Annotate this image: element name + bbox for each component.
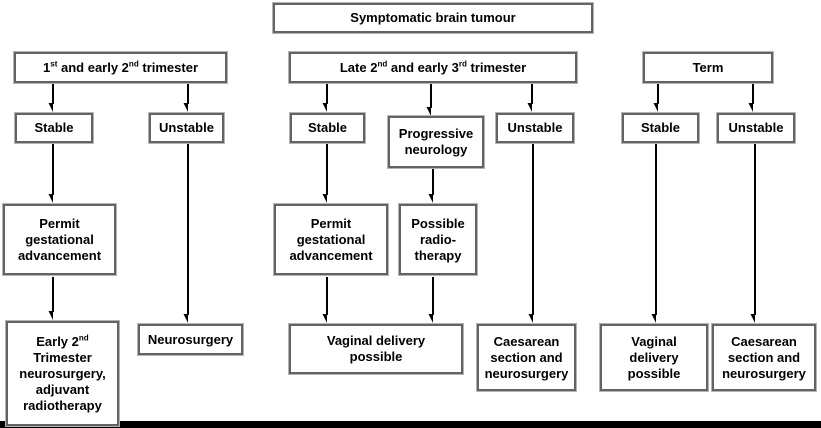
node-b1-unstable: Unstable [148, 112, 225, 144]
node-term: Term [642, 51, 774, 84]
node-early-second-trimester-neurosurgery: Early 2nd Trimester neurosurgery, adjuva… [5, 320, 120, 427]
node-label: Neurosurgery [147, 331, 234, 347]
node-b1-permit-gestational-advancement: Permit gestational advancement [2, 203, 117, 276]
node-label: Progressive neurology [398, 126, 474, 157]
node-b2-caesarean-section-neurosurgery: Caesarean section and neurosurgery [476, 323, 577, 392]
node-label: Stable [34, 120, 74, 135]
bottom-border-bar [0, 421, 821, 428]
node-label: Early 2nd Trimester neurosurgery, adjuva… [19, 333, 106, 413]
node-label: 1st and early 2nd trimester [42, 59, 199, 75]
node-label: Stable [640, 120, 680, 135]
node-label: Possible radio- therapy [411, 215, 465, 263]
node-first-early-second-trimester: 1st and early 2nd trimester [13, 51, 228, 84]
node-b3-unstable: Unstable [716, 112, 796, 144]
node-label: Late 2nd and early 3rd trimester [339, 59, 527, 75]
node-label: Stable [307, 120, 347, 135]
node-label: Unstable [507, 120, 563, 135]
node-b3-caesarean-section-neurosurgery: Caesarean section and neurosurgery [711, 323, 817, 392]
node-label: Unstable [159, 120, 214, 135]
node-label: Symptomatic brain tumour [350, 10, 516, 25]
node-b2-permit-gestational-advancement: Permit gestational advancement [273, 203, 389, 276]
node-label: Permit gestational advancement [289, 215, 373, 263]
node-b3-stable: Stable [621, 112, 700, 144]
node-b1-stable: Stable [14, 112, 94, 144]
node-b2-unstable: Unstable [495, 112, 575, 144]
node-late-second-early-third-trimester: Late 2nd and early 3rd trimester [288, 51, 578, 84]
node-b2-vaginal-delivery-possible: Vaginal delivery possible [288, 323, 464, 375]
node-neurosurgery: Neurosurgery [137, 323, 244, 356]
node-label: Vaginal delivery possible [627, 333, 681, 381]
node-b2-stable: Stable [289, 112, 366, 144]
node-progressive-neurology: Progressive neurology [387, 115, 485, 169]
node-label: Vaginal delivery possible [326, 333, 426, 364]
node-label: Caesarean section and neurosurgery [484, 333, 569, 381]
node-symptomatic-brain-tumour: Symptomatic brain tumour [272, 2, 594, 34]
node-label: Caesarean section and neurosurgery [722, 333, 806, 381]
node-possible-radiotherapy: Possible radio- therapy [398, 203, 478, 276]
node-label: Permit gestational advancement [17, 215, 102, 263]
node-label: Unstable [728, 120, 784, 135]
node-b3-vaginal-delivery-possible: Vaginal delivery possible [599, 323, 709, 392]
node-label: Term [692, 59, 724, 75]
